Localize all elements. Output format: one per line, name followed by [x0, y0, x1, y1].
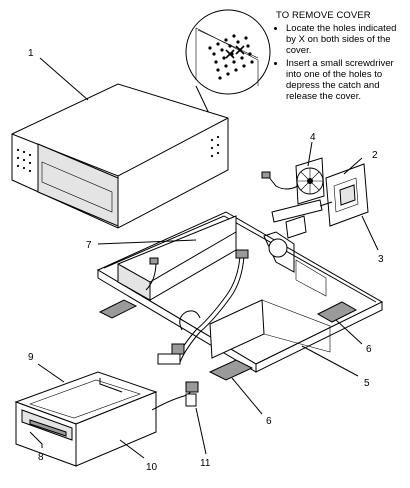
callout-labels: 1 2 3 4 5 6 6 7 8 9 10 11: [28, 48, 384, 473]
cover-vent-holes-right: [210, 135, 220, 158]
chassis: [96, 211, 384, 381]
callout-2: 2: [372, 150, 378, 161]
drive-cable: [151, 381, 199, 411]
remove-cover-instructions: TO REMOVE COVER Locate the holes indicat…: [276, 10, 406, 104]
callout-1: 1: [28, 48, 34, 59]
callout-4: 4: [310, 132, 316, 143]
callout-11: 11: [200, 458, 211, 469]
instruction-step-1: Locate the holes indicated by X on both …: [286, 23, 406, 56]
callout-6a: 6: [366, 344, 372, 355]
callout-10: 10: [146, 462, 158, 473]
bracket-assembly: [271, 163, 369, 239]
x-mark-icon: [225, 45, 245, 59]
disk-drive: [14, 371, 158, 467]
detail-hole-pattern: [208, 34, 254, 80]
callout-5: 5: [364, 378, 370, 389]
instructions-heading: TO REMOVE COVER: [276, 10, 371, 21]
instructions-steps: Locate the holes indicated by X on both …: [276, 23, 406, 102]
cover: [11, 83, 229, 229]
cover-vent-holes-left: [16, 148, 32, 173]
instruction-step-2: Insert a small screwdriver into one of t…: [286, 58, 406, 102]
callout-3: 3: [378, 254, 384, 265]
power-supply: [117, 215, 237, 301]
callout-7: 7: [86, 240, 92, 251]
cable-harness: [157, 249, 249, 365]
callout-8: 8: [38, 452, 44, 463]
fan: [261, 157, 325, 205]
callout-9: 9: [28, 352, 34, 363]
callout-6b: 6: [266, 416, 272, 427]
leader-lines: [29, 57, 379, 459]
cover-hole-detail: [185, 9, 271, 125]
